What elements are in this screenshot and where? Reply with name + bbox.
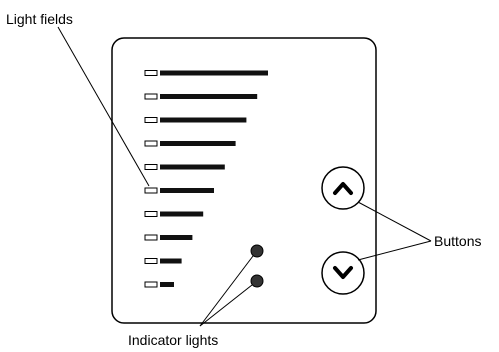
chevron-down-icon: [333, 266, 353, 279]
light-field-bar: [160, 164, 225, 170]
light-field-row: [144, 164, 225, 170]
buttons-leader-line-up: [357, 201, 432, 242]
indicator-lights-leader-line-upper: [199, 255, 254, 327]
light-field-bar: [160, 141, 236, 146]
light-field-indicator: [144, 187, 158, 194]
light-field-indicator: [144, 70, 158, 76]
light-field-row: [144, 187, 214, 194]
light-field-row: [144, 93, 258, 100]
light-field-bar: [160, 70, 268, 76]
down-button[interactable]: [321, 251, 365, 295]
light-field-indicator: [144, 258, 158, 264]
indicator-light-upper: [250, 244, 264, 258]
light-field-bar: [160, 94, 258, 99]
light-field-bar: [160, 211, 204, 217]
light-field-indicator: [144, 140, 158, 147]
light-fields: [144, 70, 268, 288]
light-field-row: [144, 140, 236, 147]
light-field-indicator: [144, 117, 158, 123]
light-fields-leader-line: [57, 26, 150, 187]
light-field-bar: [160, 282, 174, 287]
light-field-bar: [160, 188, 214, 193]
chevron-up-icon: [333, 182, 353, 195]
buttons-label: Buttons: [434, 233, 482, 249]
light-field-indicator: [144, 234, 158, 241]
indicator-lights-leader-line-lower: [199, 284, 253, 327]
light-field-row: [144, 281, 174, 288]
light-field-row: [144, 70, 268, 76]
indicator-lights-label: Indicator lights: [128, 332, 219, 348]
buttons-leader-line-down: [357, 240, 432, 261]
light-field-row: [144, 234, 193, 241]
light-field-indicator: [144, 281, 158, 288]
light-field-indicator: [144, 211, 158, 217]
light-field-bar: [160, 235, 193, 240]
light-field-row: [144, 117, 247, 123]
indicator-light-lower: [250, 274, 264, 288]
light-field-indicator: [144, 93, 158, 100]
light-field-row: [144, 211, 204, 217]
light-field-row: [144, 258, 182, 264]
light-fields-label: Light fields: [6, 11, 73, 27]
light-field-indicator: [144, 164, 158, 170]
up-button[interactable]: [321, 166, 365, 210]
light-field-bar: [160, 117, 247, 123]
control-panel-outline: [111, 37, 377, 324]
light-field-bar: [160, 258, 182, 264]
